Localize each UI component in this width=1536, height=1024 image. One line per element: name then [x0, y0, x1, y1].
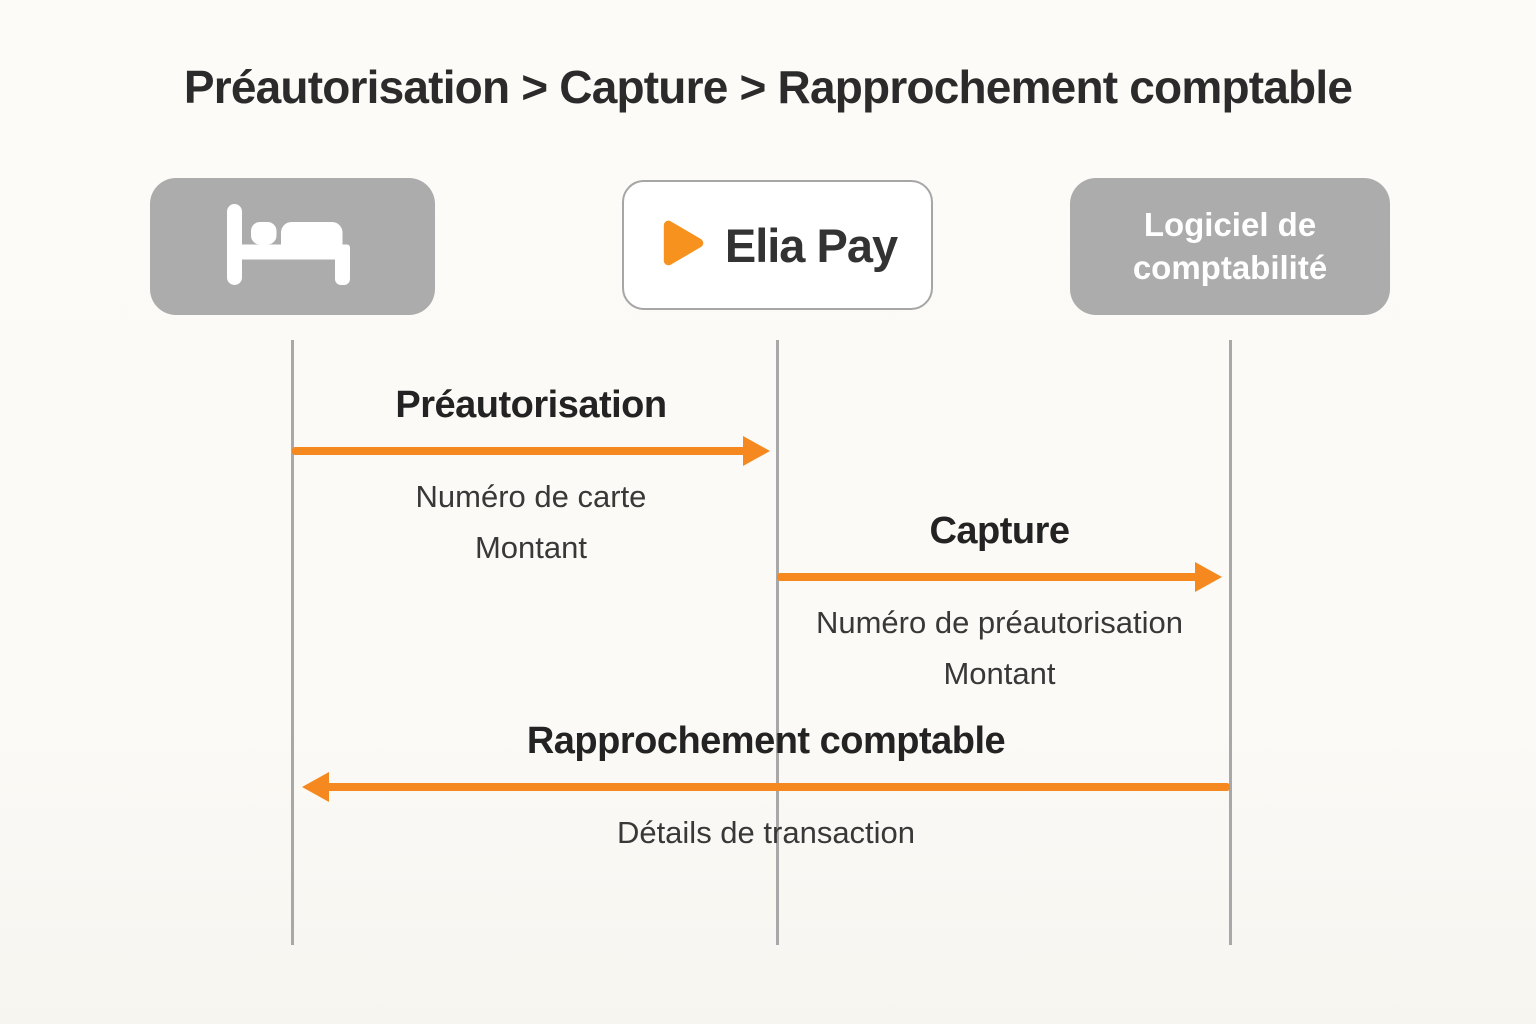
arrowhead-right-icon — [1195, 561, 1222, 592]
message-detail: Montant — [943, 655, 1056, 691]
lifeline-elia-pay — [776, 340, 779, 945]
message-rapprochement-comptable: Rapprochement comptable Détails de trans… — [302, 720, 1230, 851]
arrowhead-left-icon — [302, 771, 329, 802]
lifeline-accounting — [1229, 340, 1232, 945]
arrow-right-capture — [777, 561, 1222, 592]
elia-pay-label: Elia Pay — [724, 218, 898, 272]
arrow-shaft — [324, 782, 1230, 791]
message-detail: Numéro de carte — [415, 478, 647, 514]
arrow-right-preautorisation — [292, 435, 770, 466]
message-capture: Capture Numéro de préautorisation Montan… — [777, 510, 1222, 692]
message-label: Rapprochement comptable — [526, 720, 1006, 762]
page-title: Préautorisation > Capture > Rapprochemen… — [183, 61, 1353, 113]
play-icon — [658, 216, 708, 275]
arrow-shaft — [777, 572, 1200, 581]
lifeline-hotel — [291, 340, 294, 945]
actor-accounting-software: Logiciel de comptabilité — [1070, 178, 1390, 315]
actor-elia-pay: Elia Pay — [622, 180, 933, 310]
accounting-software-label: Logiciel de comptabilité — [1132, 206, 1328, 286]
message-label: Préautorisation — [395, 384, 667, 426]
message-label: Capture — [929, 510, 1070, 552]
message-detail: Détails de transaction — [616, 814, 916, 850]
actor-hotel — [150, 178, 435, 315]
message-preautorisation: Préautorisation Numéro de carte Montant — [292, 384, 770, 566]
message-detail: Numéro de préautorisation — [815, 604, 1184, 640]
message-detail: Montant — [474, 529, 587, 565]
arrow-shaft — [292, 446, 748, 455]
bed-icon — [218, 198, 368, 296]
arrow-left-rapprochement — [302, 771, 1230, 802]
arrowhead-right-icon — [743, 435, 770, 466]
